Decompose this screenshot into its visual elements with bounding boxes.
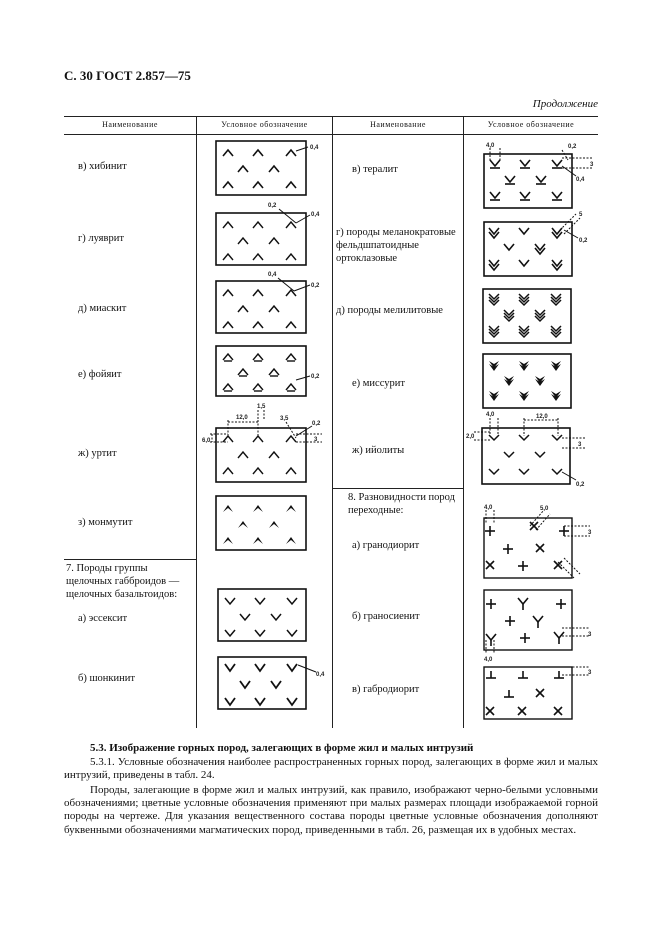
symbol-urtite: 12,0 1,5 0,2 6,0 3 3,5 [200,398,330,488]
group7-rule [64,559,196,560]
symbol-granosyenite: 3 4,0 [478,589,598,663]
dim-label: 3 [588,530,592,536]
row-label: а) эссексит [78,613,128,624]
dim-label: 0,2 [311,283,320,289]
dim-label: 3 [314,437,318,443]
row-label: в) тералит [352,164,398,175]
row-label: д) породы мелилитовые [336,305,443,316]
symbol-melanocratic: 5 0,2 [482,208,596,280]
dim-label: 0,2 [311,374,320,380]
symbol-shonkinite: 0,4 [217,656,330,715]
symbol-ijolite: 4,0 12,0 2,0 3 0,2 [466,408,596,490]
row-label: е) фойяит [78,369,122,380]
dim-label: 3 [590,162,594,168]
dim-label: 0,4 [268,272,277,278]
section-heading: 5.3. Изображение горных пород, залегающи… [90,742,474,754]
symbol-lujavrite: 0,2 0,4 [215,201,326,269]
dim-label: 0,4 [311,212,320,218]
dim-label: 4,0 [486,412,495,418]
symbol-missourite [482,353,579,412]
group8-rule [332,488,463,489]
dim-label: 3 [578,442,582,448]
dim-label: 0,2 [579,238,588,244]
row-label: в) хибинит [78,161,127,172]
page-header: С. 30 ГОСТ 2.857—75 [64,68,191,83]
dim-label: 12,0 [536,414,548,420]
dim-label: 4,0 [486,143,495,149]
dim-label: 1,5 [257,404,266,410]
group-title: 8. Разновидности пород переходные: [348,492,455,516]
symbol-essexite [217,588,314,645]
paragraph: 5.3.1. Условные обозначения наиболее рас… [64,756,598,782]
col-divider-3 [463,116,464,728]
dim-label: 12,0 [236,415,248,421]
row-label: б) граносиенит [352,611,420,622]
row-label: е) миссурит [352,378,405,389]
dim-label: 3 [588,670,592,676]
row-label: ж) уртит [78,448,117,459]
dim-label: 0,2 [312,421,321,427]
dim-label: 0,4 [316,672,325,678]
row-label: г) породы меланократовые фельдшпатоидные… [336,227,456,264]
symbol-miaskite: 0,4 0,2 [215,271,326,337]
row-label: д) миаскит [78,303,127,314]
col-divider-1 [196,116,197,728]
symbol-theralite: 4,0 0,2 3 0,4 [478,140,598,212]
dim-label: 3 [588,632,592,638]
col-divider-2 [332,116,333,728]
symbol-melilite [482,288,579,347]
col-header-name-left: Наименование [102,120,158,129]
group-title: 7. Породы группы щелочных габброидов — щ… [66,563,180,600]
dim-label: 0,4 [576,177,585,183]
dim-label: 4,0 [484,657,493,663]
dim-label: 0,2 [268,203,277,209]
dim-label: 3,5 [280,416,289,422]
dim-label: 6,0 [202,438,211,444]
paragraph: Породы, залегающие в форме жил и малых и… [64,784,598,836]
dim-label: 0,4 [310,145,319,151]
symbol-foyaite: 0,2 [215,345,326,402]
dim-label: 0,2 [568,144,577,150]
row-label: в) габродиорит [352,684,420,695]
row-label: ж) ийолиты [352,445,405,456]
table-header-rule [64,134,598,135]
col-header-name-right: Наименование [370,120,426,129]
symbol-gabbrodiorite: 3 [478,663,598,723]
continuation-label: Продолжение [532,98,598,110]
symbol-granodiorite: 4,0 5,0 3 [478,502,598,588]
dim-label: 5 [579,212,583,218]
dim-label: 0,2 [576,482,585,488]
row-label: б) шонкинит [78,673,135,684]
dim-label: 5,0 [540,506,549,512]
row-label: а) гранодиорит [352,540,420,551]
col-header-symbol-left: Условное обозначение [221,120,308,129]
row-label: з) монмутит [78,517,133,528]
symbol-monmouthite [215,495,312,554]
col-header-symbol-right: Условное обозначение [487,120,575,129]
table-top-rule [64,116,598,117]
dim-label: 4,0 [484,505,493,511]
symbol-khibinite: 0,4 [215,140,326,201]
dim-label: 2,0 [466,434,475,440]
row-label: г) луяврит [78,233,124,244]
